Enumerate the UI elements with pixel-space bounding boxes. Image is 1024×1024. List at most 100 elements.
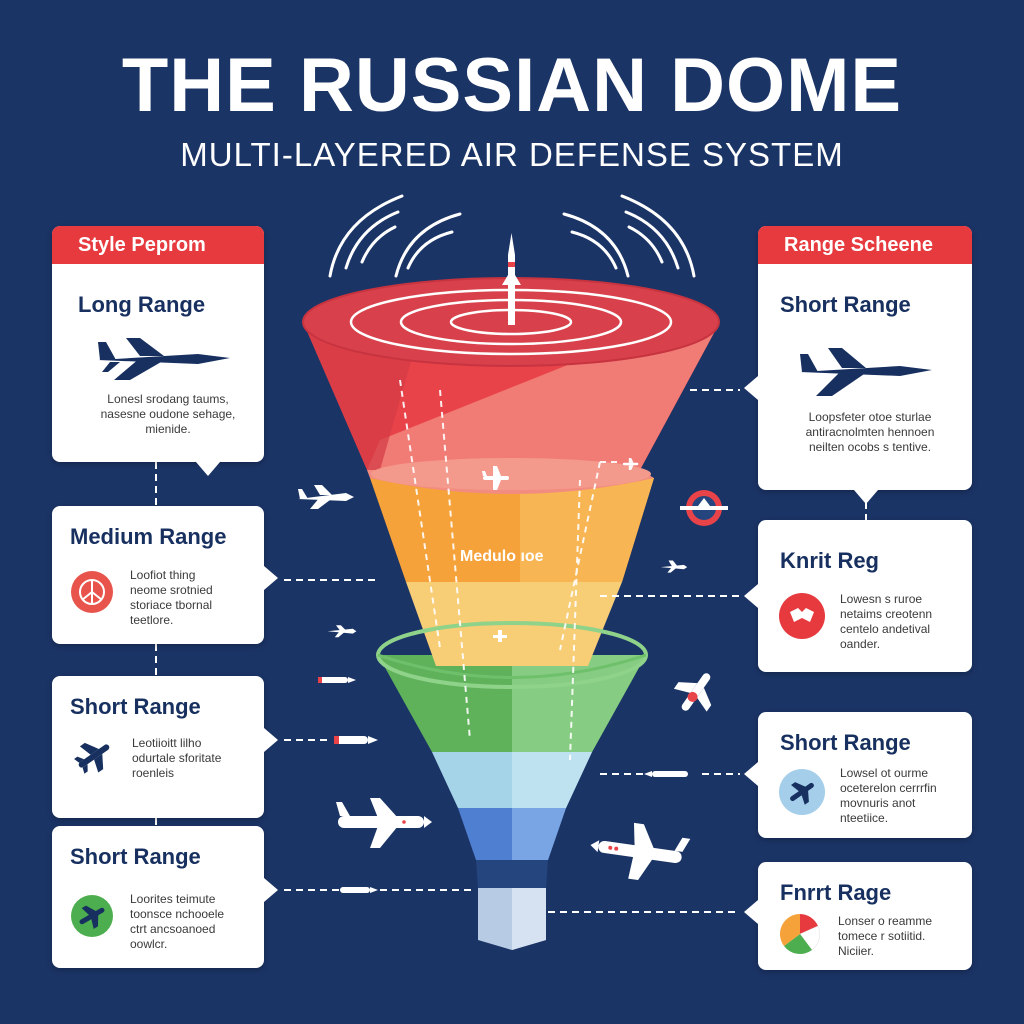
missile-right-icon xyxy=(644,771,688,777)
roundel-plane-right-icon xyxy=(673,673,712,712)
airliner-left-icon xyxy=(336,798,432,848)
jet-green-icon xyxy=(71,895,113,937)
blue-plane-icon xyxy=(779,769,825,815)
pie-chart-icon xyxy=(780,914,820,954)
card-title: Knrit Reg xyxy=(780,548,879,573)
radar-target-icon xyxy=(71,571,113,613)
left-connectors xyxy=(155,462,476,891)
card-description: Leotiioitt lilho odurtale sforitate roen… xyxy=(132,736,262,781)
desc-line: ctrt ancsoanoed xyxy=(130,922,216,936)
card-pointer xyxy=(196,462,220,476)
page-title: THE RUSSIAN DOME xyxy=(121,43,903,128)
left-card-short-range-2: Short Range Loorites teimute toonsce nch… xyxy=(52,826,278,968)
card-header: Range Scheene xyxy=(758,226,972,264)
desc-line: Lonesl srodang taums, xyxy=(107,392,229,406)
inner-dashed-lines xyxy=(399,379,620,761)
airliner-right-icon xyxy=(590,822,691,881)
funnel-middle-label: Medulo ıoe xyxy=(460,548,544,565)
funnel-drone-icon xyxy=(493,630,507,642)
fighter-left-icon xyxy=(298,485,354,509)
card-pointer xyxy=(854,490,878,504)
desc-line: oander. xyxy=(840,637,881,651)
desc-line: Leotiioitt lilho xyxy=(132,736,202,750)
desc-line: Loopsfeter otoe sturlae xyxy=(808,410,932,424)
missile-mid-left-icon xyxy=(334,736,378,744)
card-description: Loopsfeter otoe sturlae antiracnolmten h… xyxy=(772,410,968,455)
card-pointer xyxy=(744,376,758,400)
desc-line: Lonser o reamme xyxy=(838,914,933,928)
desc-line: Lowesn s ruroe xyxy=(840,592,923,606)
card-title: Short Range xyxy=(70,694,201,719)
desc-line: Loorites teimute xyxy=(130,892,216,906)
card-title: Short Range xyxy=(70,844,201,869)
fighter-jet-icon xyxy=(98,338,230,380)
desc-line: oowlcr. xyxy=(130,937,168,951)
card-description: Lowsel ot ourme oceterelon cerrrfin movn… xyxy=(840,766,970,826)
desc-line: antiracnolmten hennoen xyxy=(805,425,935,439)
desc-line: odurtale sforitate xyxy=(132,751,222,765)
desc-line: Niciier. xyxy=(838,944,875,958)
fighter-jet-icon xyxy=(800,348,932,396)
card-title: Fnrrt Rage xyxy=(780,880,892,905)
card-description: Lonser o reamme tomece r sotiitid. Nicii… xyxy=(838,914,968,959)
target-roundel-icon xyxy=(680,490,728,526)
red-shield-icon xyxy=(779,593,825,639)
card-header: Style Peprom xyxy=(52,226,264,264)
layer-navy-band xyxy=(476,860,548,888)
card-title: Medium Range xyxy=(70,524,227,549)
desc-line: roenleis xyxy=(132,766,175,780)
layer-blue-right xyxy=(512,808,566,860)
right-card-fnrrt-rage: Fnrrt Rage Lonser o reamme tomece r soti… xyxy=(744,862,972,970)
desc-line: teetlore. xyxy=(130,613,174,627)
desc-line: mienide. xyxy=(145,422,191,436)
funnel-base-right xyxy=(512,888,546,950)
card-description: Loorites teimute toonsce nchooele ctrt a… xyxy=(130,892,260,952)
card-title: Short Range xyxy=(780,730,911,755)
card-pointer xyxy=(264,566,278,590)
desc-line: storiace tbornal xyxy=(130,598,213,612)
card-description: Loofiot thing neome srotnied storiace tb… xyxy=(130,568,260,628)
missile-bottom-left-icon xyxy=(340,887,378,893)
layer-light-blue-right xyxy=(512,752,592,808)
radar-waves-left xyxy=(328,194,462,278)
jet-small-left-icon xyxy=(327,625,357,638)
missile-left-icon xyxy=(318,677,356,683)
jet-small-right-icon xyxy=(660,560,688,573)
card-pointer xyxy=(744,762,758,786)
page-subtitle: MULTI-LAYERED AIR DEFENSE SYSTEM xyxy=(180,136,844,173)
layer-orange-right xyxy=(520,478,654,582)
card-description: Lowesn s ruroe netaims creotenn centelo … xyxy=(840,592,970,652)
desc-line: tomece r sotiitid. xyxy=(838,929,926,943)
missile-icon xyxy=(502,233,521,325)
card-pointer xyxy=(264,878,278,902)
desc-line: movnuris anot xyxy=(840,796,916,810)
desc-line: nteetiice. xyxy=(840,811,889,825)
layer-green-right xyxy=(512,655,646,752)
card-description: Lonesl srodang taums, nasesne oudone seh… xyxy=(78,392,258,437)
left-card-short-range-1: Short Range Leotiioitt lilho odurtale sf… xyxy=(52,676,278,818)
desc-line: toonsce nchooele xyxy=(130,907,225,921)
left-card-long-range: Style Peprom Long Range Lonesl srodang t… xyxy=(52,226,264,476)
desc-line: neilten ocobs s tentive. xyxy=(808,440,932,454)
desc-line: netaims creotenn xyxy=(840,607,933,621)
desc-line: oceterelon cerrrfin xyxy=(840,781,937,795)
funnel-plane-icon xyxy=(482,466,509,490)
right-card-short-range-top: Range Scheene Short Range Loopsfeter oto… xyxy=(744,226,972,504)
airplane-icon xyxy=(74,742,110,774)
right-card-knrit-reg: Knrit Reg Lowesn s ruroe netaims creoten… xyxy=(744,520,972,672)
desc-line: centelo andetival xyxy=(840,622,931,636)
desc-line: neome srotnied xyxy=(130,583,213,597)
card-pointer xyxy=(744,900,758,924)
card-pointer xyxy=(744,584,758,608)
card-title: Long Range xyxy=(78,292,206,317)
left-card-medium-range: Medium Range Loofiot thing neome srotnie… xyxy=(52,506,278,644)
funnel-small-plane-icon xyxy=(622,458,639,470)
desc-line: Lowsel ot ourme xyxy=(840,766,929,780)
card-pointer xyxy=(264,728,278,752)
right-card-short-range-mid: Short Range Lowsel ot ourme oceterelon c… xyxy=(744,712,972,838)
card-title: Short Range xyxy=(780,292,911,317)
radar-waves-right xyxy=(562,194,696,278)
right-connectors xyxy=(548,389,867,913)
desc-line: nasesne oudone sehage, xyxy=(100,407,236,421)
